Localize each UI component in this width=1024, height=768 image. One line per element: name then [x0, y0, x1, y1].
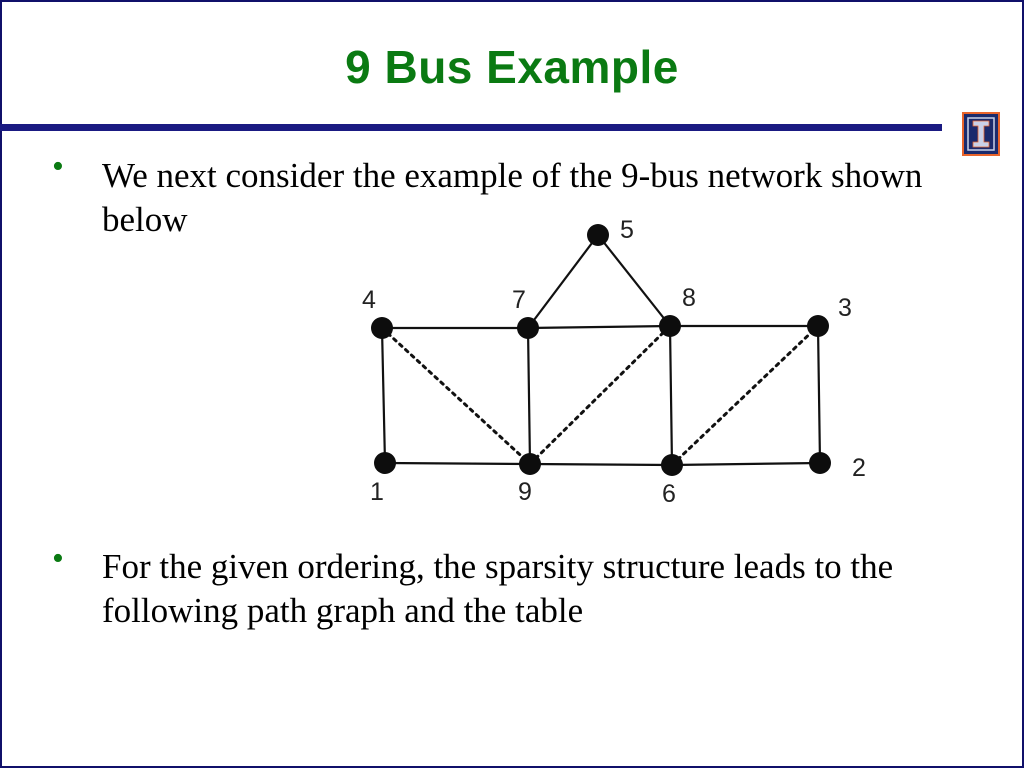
- university-block-i-logo: [962, 112, 1000, 156]
- edge-7-8: [526, 324, 672, 330]
- bus-label-9: 9: [518, 478, 532, 506]
- bus-node-4: [371, 317, 393, 339]
- bus-node-7: [517, 317, 539, 339]
- nine-bus-network-diagram: 5 4 7 8 3 1 9 6 2: [340, 210, 900, 520]
- bus-node-9: [519, 453, 541, 475]
- bus-label-7: 7: [512, 286, 526, 314]
- bus-node-3: [807, 315, 829, 337]
- bus-label-5: 5: [620, 216, 634, 244]
- bus-label-3: 3: [838, 294, 852, 322]
- edge-8-6: [668, 324, 674, 467]
- edge-7-9: [526, 326, 532, 466]
- bus-node-2: [809, 452, 831, 474]
- bus-node-6: [661, 454, 683, 476]
- bullet-text-2: For the given ordering, the sparsity str…: [102, 547, 894, 630]
- edge-4-1: [380, 326, 387, 465]
- dotted-edge-4-9: [380, 326, 532, 466]
- edge-6-2: [670, 461, 822, 467]
- bus-node-5: [587, 224, 609, 246]
- bus-node-1: [374, 452, 396, 474]
- title-rule: [0, 124, 942, 131]
- dotted-edge-6-3: [670, 324, 820, 467]
- bus-label-4: 4: [362, 286, 376, 314]
- edge-3-2: [816, 324, 822, 465]
- bus-label-6: 6: [662, 480, 676, 508]
- edge-5-8: [596, 233, 672, 328]
- bus-label-1: 1: [370, 478, 384, 506]
- edge-9-6: [528, 462, 674, 467]
- dotted-edge-9-8: [528, 324, 672, 466]
- edge-1-9: [383, 461, 532, 466]
- bus-label-2: 2: [852, 454, 866, 482]
- bullet-text-1: We next consider the example of the 9-bu…: [102, 156, 923, 239]
- bullet-marker: •: [52, 540, 64, 577]
- bus-node-8: [659, 315, 681, 337]
- bus-label-8: 8: [682, 284, 696, 312]
- edge-7-5: [526, 233, 600, 330]
- bullet-marker: •: [52, 148, 64, 185]
- slide-title: 9 Bus Example: [345, 41, 679, 93]
